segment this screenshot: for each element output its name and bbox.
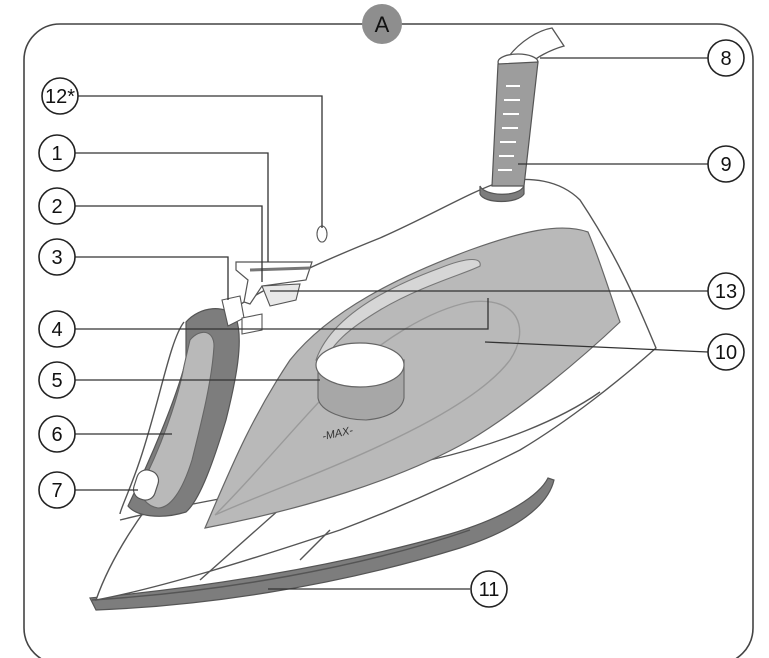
callout-8-label: 8 — [720, 48, 731, 70]
callout-2: 2 — [38, 187, 76, 225]
iron-illustration: -MAX- — [89, 27, 657, 611]
leader-lines — [75, 57, 709, 590]
steam-dial — [315, 342, 405, 421]
callout-5-label: 5 — [51, 370, 62, 392]
leader-1 — [75, 152, 269, 262]
callout-4: 4 — [38, 310, 76, 348]
handle-outline — [119, 321, 185, 515]
callout-6: 6 — [38, 415, 76, 453]
leader-2 — [75, 205, 263, 282]
leader-12 — [78, 95, 323, 228]
callout-6-label: 6 — [51, 424, 62, 446]
leader-3 — [75, 256, 229, 300]
water-tank-panel — [204, 227, 621, 529]
tank-inner-contour — [214, 300, 521, 516]
cord-assembly — [479, 27, 566, 203]
callout-5: 5 — [38, 361, 76, 399]
figure-label-badge: A — [362, 4, 402, 44]
callout-2-label: 2 — [51, 196, 62, 218]
callout-8: 8 — [707, 39, 745, 77]
callout-12: 12* — [41, 77, 79, 115]
callout-13: 13 — [707, 272, 745, 310]
temperature-slider — [132, 469, 160, 501]
handle-grip — [139, 331, 215, 509]
leader-10 — [484, 341, 709, 353]
body-line-mid — [299, 529, 331, 561]
control-buttons — [221, 225, 328, 335]
callout-10-label: 10 — [715, 342, 737, 364]
callout-12-label: 12* — [45, 86, 75, 108]
callout-1-label: 1 — [51, 143, 62, 165]
figure-label-circle — [362, 4, 402, 44]
soleplate-edge — [91, 529, 471, 601]
callout-3-label: 3 — [51, 247, 62, 269]
callout-3: 3 — [38, 238, 76, 276]
figure-label: A — [375, 12, 390, 37]
callouts: 12* 1 2 3 4 5 6 7 — [38, 39, 745, 608]
callout-9: 9 — [707, 145, 745, 183]
callout-11: 11 — [470, 570, 508, 608]
callout-11-label: 11 — [479, 579, 500, 601]
callout-1: 1 — [38, 134, 76, 172]
callout-13-label: 13 — [715, 281, 737, 303]
callout-7: 7 — [38, 471, 76, 509]
callout-4-label: 4 — [51, 319, 62, 341]
callout-9-label: 9 — [720, 154, 731, 176]
callout-7-label: 7 — [51, 480, 62, 502]
leader-4 — [75, 298, 489, 330]
callout-10: 10 — [707, 333, 745, 371]
